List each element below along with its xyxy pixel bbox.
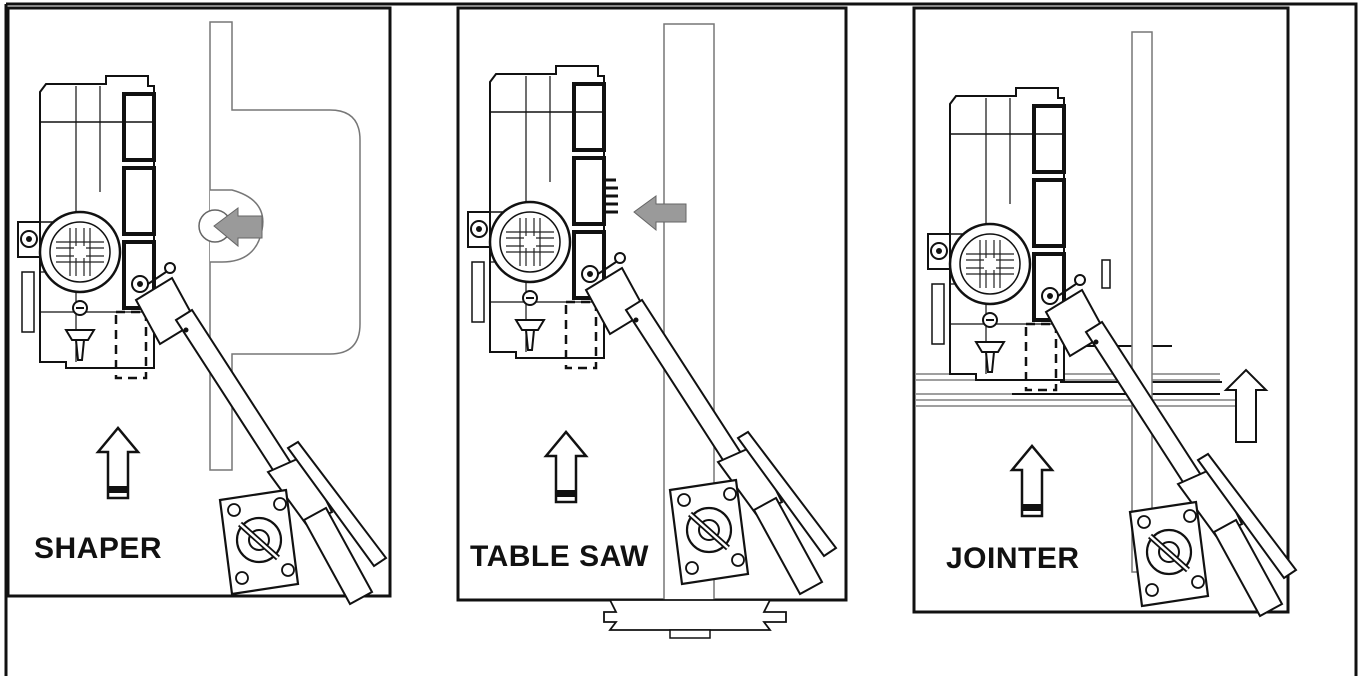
outer-frame xyxy=(4,2,1358,676)
up-arrow-icon xyxy=(1223,368,1269,443)
jointer-fence xyxy=(1131,31,1153,573)
shaper-panel xyxy=(6,6,392,604)
fence-base xyxy=(603,599,787,631)
panel-label-jointer: JOINTER xyxy=(946,542,1080,575)
table-saw-panel xyxy=(456,6,848,639)
shaper-fence xyxy=(209,21,361,471)
panel-label-table-saw: TABLE SAW xyxy=(470,540,649,573)
left-arrow-icon xyxy=(633,195,687,232)
left-arrow-icon xyxy=(213,207,263,248)
panel-label-shaper: SHAPER xyxy=(34,532,163,565)
jointer-panel xyxy=(912,6,1296,616)
